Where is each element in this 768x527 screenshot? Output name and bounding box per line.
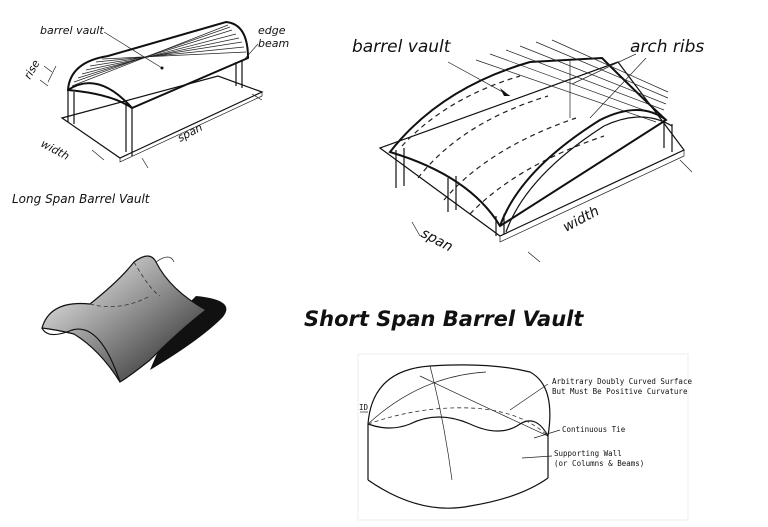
- supporting-wall-label-line1: Supporting Wall: [554, 449, 622, 458]
- surface-label-line1: Arbitrary Doubly Curved Surface: [552, 377, 692, 386]
- arch-ribs-label: arch ribs: [630, 37, 704, 57]
- saddle-shell-drawing: [41, 255, 227, 383]
- surface-label-line2: But Must Be Positive Curvature: [552, 387, 688, 396]
- long-span-caption: Long Span Barrel Vault: [12, 192, 151, 206]
- continuous-tie-label: Continuous Tie: [562, 425, 626, 434]
- span-label-2: span: [418, 225, 455, 255]
- span-label-1: span: [175, 121, 204, 145]
- supporting-wall-label-line2: (or Columns & Beams): [554, 459, 644, 468]
- barrel-vault-label-2: barrel vault: [352, 37, 452, 57]
- edge-beam-label-line2: beam: [258, 37, 289, 50]
- barrel-vault-label-1: barrel vault: [40, 24, 104, 37]
- doubly-curved-dome-drawing: [357, 353, 689, 521]
- rise-label: rise: [21, 57, 42, 81]
- edge-mark-label: ID: [359, 403, 369, 412]
- width-label-2: width: [560, 203, 602, 235]
- short-span-caption: Short Span Barrel Vault: [304, 307, 584, 331]
- long-span-vault-drawing: [39, 20, 264, 169]
- short-span-vault-drawing: [378, 39, 693, 263]
- edge-beam-label-line1: edge: [258, 24, 286, 37]
- width-label-1: width: [39, 137, 72, 163]
